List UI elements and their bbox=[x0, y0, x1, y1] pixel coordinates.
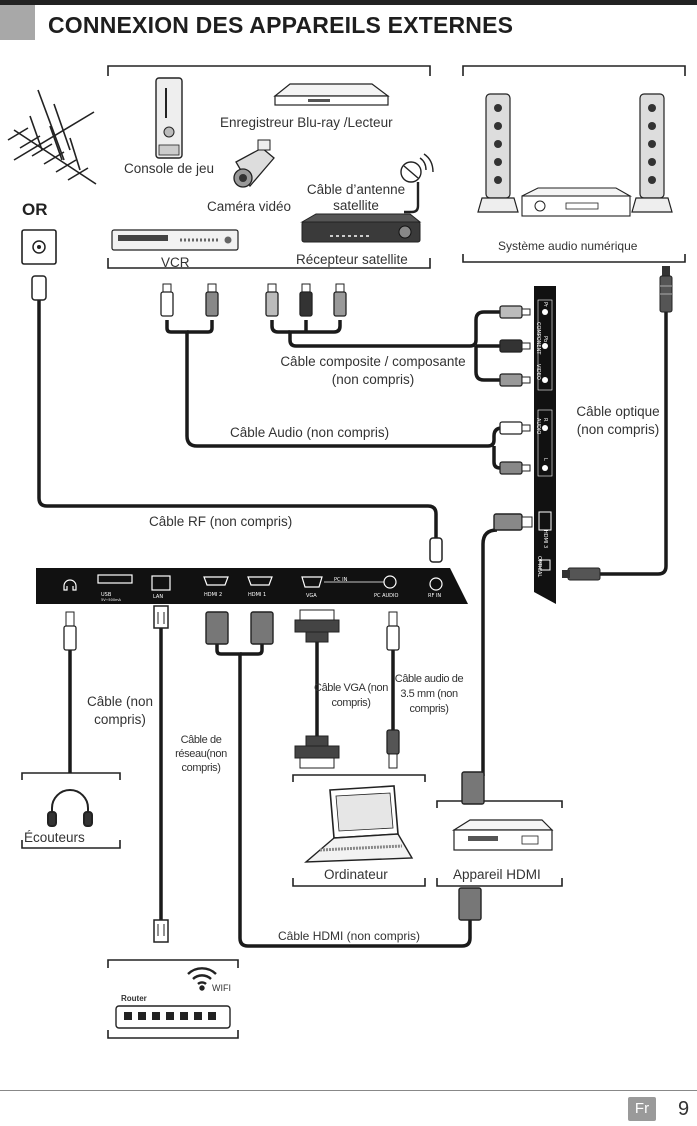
lan-plug-router bbox=[153, 919, 169, 943]
optical-plugs bbox=[562, 266, 673, 581]
port-hdmi2: HDMI 2 bbox=[204, 592, 222, 598]
port-usb: USB bbox=[101, 592, 112, 598]
side-port-labels: Pr COMPONENT Pb VIDEO AUDIO R L HDMI 3 O… bbox=[535, 302, 548, 577]
port-lan: LAN bbox=[153, 594, 163, 600]
label-router: Router bbox=[121, 994, 147, 1003]
port-pc-audio: PC AUDIO bbox=[374, 593, 399, 599]
label-computer: Ordinateur bbox=[324, 867, 388, 882]
label-audio-cable: Câble Audio (non compris) bbox=[230, 425, 390, 440]
label-hdmi-device: Appareil HDMI bbox=[453, 867, 541, 882]
audio-receiver-icon bbox=[521, 187, 633, 217]
antenna-icon bbox=[7, 89, 97, 185]
label-audio35-cable: Câble audio de 3.5 mm (non compris) bbox=[394, 673, 464, 715]
port-vga: VGA bbox=[306, 593, 317, 599]
hdmi-plug-device-bottom bbox=[458, 887, 482, 921]
side-port-pr: Pr bbox=[542, 302, 548, 308]
label-game-console: Console de jeu bbox=[124, 161, 215, 176]
label-rf-cable: Câble RF (non compris) bbox=[149, 514, 293, 529]
or-separator: OR bbox=[22, 200, 48, 219]
headphone-jack-plug bbox=[63, 611, 77, 651]
side-port-audio: AUDIO bbox=[535, 418, 541, 434]
side-port-optical: OPTICAL bbox=[536, 556, 542, 577]
rca-plugs-top bbox=[160, 283, 347, 317]
label-audio-system: Système audio numérique bbox=[498, 239, 638, 253]
label-wifi: WIFI bbox=[212, 983, 231, 993]
hdmi-plug-side bbox=[493, 513, 533, 531]
label-vcr: VCR bbox=[161, 255, 190, 270]
rf-plug bbox=[429, 537, 443, 563]
audio-jack-plug-bottom bbox=[386, 729, 400, 769]
top-rule bbox=[0, 0, 697, 5]
port-rf-in: RF IN bbox=[428, 593, 441, 599]
label-composite-cable: Câble composite / composante (non compri… bbox=[280, 354, 466, 387]
wifi-icon bbox=[187, 967, 217, 991]
vga-plug-top bbox=[294, 609, 340, 643]
tv-side-panel bbox=[534, 286, 556, 604]
label-antenna-cable: Câble d’antenne satellite bbox=[306, 182, 406, 213]
speaker-right-icon bbox=[631, 93, 673, 213]
port-hdmi1: HDMI 1 bbox=[248, 592, 266, 598]
side-port-pb: Pb bbox=[542, 336, 548, 342]
vga-plug-bottom bbox=[294, 735, 340, 769]
bluray-player-icon bbox=[273, 83, 390, 106]
port-pc-in: PC IN bbox=[334, 577, 348, 583]
side-port-l: L bbox=[542, 458, 548, 461]
lan-plug bbox=[153, 605, 169, 629]
cable-lines bbox=[37, 298, 668, 948]
port-usb-spec: 5V⎓500mA bbox=[101, 598, 122, 602]
hdmi-plug-device-top bbox=[461, 771, 485, 805]
audio-jack-plug-top bbox=[386, 611, 400, 651]
rca-plugs-side bbox=[499, 305, 531, 475]
title-marker bbox=[0, 5, 35, 40]
side-port-video: VIDEO bbox=[535, 364, 541, 380]
side-port-r: R bbox=[542, 418, 548, 422]
camcorder-icon bbox=[233, 139, 275, 188]
side-port-hdmi3: HDMI 3 bbox=[542, 530, 548, 548]
panel-port-labels: USB 5V⎓500mA LAN HDMI 2 HDMI 1 VGA PC IN… bbox=[101, 577, 441, 602]
wall-outlet-icon bbox=[21, 229, 57, 301]
tv-bottom-panel bbox=[36, 568, 468, 604]
label-vga-cable: Câble VGA (non compris) bbox=[314, 682, 388, 709]
vcr-icon bbox=[111, 229, 239, 251]
label-satellite-receiver: Récepteur satellite bbox=[296, 252, 408, 267]
device-brackets bbox=[21, 65, 686, 1039]
side-port-component: COMPONENT bbox=[535, 322, 541, 355]
dvd-player-icon bbox=[451, 819, 554, 851]
headphones-icon bbox=[47, 789, 93, 827]
label-network-cable: Câble de réseau(non compris) bbox=[175, 734, 227, 774]
page-title: CONNEXION DES APPAREILS EXTERNES bbox=[48, 12, 514, 38]
hdmi-plugs-bottom bbox=[205, 611, 274, 645]
satellite-dish-icon bbox=[400, 153, 434, 214]
game-console-icon bbox=[155, 77, 183, 159]
label-hdmi-cable: Câble HDMI (non compris) bbox=[278, 929, 421, 943]
language-badge: Fr bbox=[628, 1097, 656, 1121]
connection-diagram: USB 5V⎓500mA LAN HDMI 2 HDMI 1 VGA PC IN… bbox=[7, 65, 686, 1039]
page-number: 9 bbox=[678, 1098, 690, 1120]
satellite-receiver-icon bbox=[300, 213, 422, 243]
label-bluray: Enregistreur Blu-ray /Lecteur bbox=[220, 115, 393, 130]
label-headphones: Écouteurs bbox=[24, 830, 85, 845]
laptop-icon bbox=[304, 785, 414, 863]
label-camcorder: Caméra vidéo bbox=[207, 199, 292, 214]
label-headphone-cable: Câble (non compris) bbox=[86, 694, 154, 727]
speaker-left-icon bbox=[477, 93, 519, 213]
router-icon bbox=[115, 1005, 231, 1029]
footer-rule bbox=[0, 1090, 697, 1091]
label-optical-cable: Câble optique (non compris) bbox=[576, 404, 660, 437]
